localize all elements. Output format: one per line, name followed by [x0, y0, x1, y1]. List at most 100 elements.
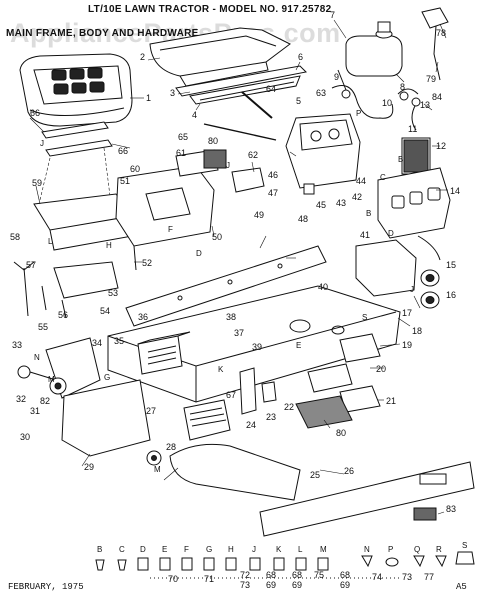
callout-61: 61 [176, 148, 186, 158]
hw-letter-e: E [162, 545, 167, 554]
seat-rails-part [39, 121, 113, 201]
rear-frame-part [49, 377, 151, 457]
hw-letter-r: R [436, 545, 442, 554]
callout-2: 2 [140, 52, 145, 62]
callout-84: 84 [432, 92, 442, 102]
hw-ref-71: 71 [204, 574, 214, 584]
callout-31: 31 [30, 406, 40, 416]
marker-j: J [40, 139, 44, 148]
callout-39: 39 [252, 342, 262, 352]
hw-letter-l: L [298, 545, 303, 554]
callout-46: 46 [268, 170, 278, 180]
callout-30: 30 [20, 432, 30, 442]
leader-lines [29, 19, 448, 515]
callout-32: 32 [16, 394, 26, 404]
rod-part [203, 91, 277, 141]
caps-part [420, 269, 440, 309]
marker-j3: J [410, 285, 414, 294]
lever-part [421, 7, 449, 81]
callout-63: 63 [316, 88, 326, 98]
callout-24: 24 [246, 420, 256, 430]
callout-22: 22 [284, 402, 294, 412]
hw-letter-b: B [97, 545, 102, 554]
hw-letter-d: D [140, 545, 146, 554]
marker-n: N [34, 353, 40, 362]
callout-19: 19 [402, 340, 412, 350]
footplate-part [295, 395, 353, 429]
marker-b2: B [366, 209, 371, 218]
dash-panel-part [175, 65, 308, 105]
callout-11: 11 [408, 124, 417, 134]
callout-12: 12 [436, 141, 446, 151]
hw-ref-69b: 69 [292, 580, 302, 590]
callout-49: 49 [254, 210, 264, 220]
callout-28: 28 [166, 442, 176, 452]
small-parts-group [13, 261, 119, 319]
hw-letter-s: S [462, 541, 467, 550]
callout-36: 36 [138, 312, 148, 322]
marker-f: F [168, 225, 173, 234]
hw-ref-70: 70 [168, 574, 178, 584]
callout-62: 62 [248, 150, 258, 160]
marker-p: P [356, 109, 361, 118]
callout-65: 65 [178, 132, 188, 142]
callout-9: 9 [334, 72, 339, 82]
hw-ref-68b: 68 [292, 570, 302, 580]
hood-part [149, 27, 291, 87]
marker-k: K [218, 365, 224, 374]
marker-l: L [48, 237, 53, 246]
marker-g: G [104, 373, 110, 382]
battery-part [137, 331, 191, 375]
callout-42: 42 [352, 192, 362, 202]
callout-47: 47 [268, 188, 278, 198]
hw-ref-77: 77 [424, 572, 434, 582]
hw-ref-69a: 69 [266, 580, 276, 590]
callout-38: 38 [226, 312, 236, 322]
callout-14: 14 [450, 186, 460, 196]
hw-letter-n: N [364, 545, 370, 554]
callout-17: 17 [402, 308, 412, 318]
callout-60: 60 [130, 164, 140, 174]
main-frame-part [107, 285, 401, 403]
marker-b: B [398, 155, 403, 164]
callout-41: 41 [360, 230, 370, 240]
callout-16: 16 [446, 290, 456, 300]
hw-ref-73b: 73 [402, 572, 412, 582]
callout-6: 6 [298, 52, 303, 62]
hw-letter-h: H [228, 545, 234, 554]
hw-letter-q: Q [414, 545, 420, 554]
long-rail-part [259, 461, 475, 537]
rear-fender-part [169, 443, 301, 501]
callout-43: 43 [336, 198, 346, 208]
marker-s: S [362, 313, 367, 322]
grate-part [175, 149, 227, 177]
hardware-legend-letters: B C D E F G H J K L M N P Q R S [97, 541, 467, 554]
callout-40: 40 [318, 282, 328, 292]
callout-3: 3 [170, 88, 175, 98]
callout-27: 27 [146, 406, 156, 416]
hardware-letter-markers: J L H F D J B C B D N M G M K E S J P [34, 109, 414, 474]
callout-48: 48 [298, 214, 308, 224]
callout-64: 64 [266, 84, 276, 94]
hw-ref-72: 72 [240, 570, 250, 580]
seat-part [19, 53, 133, 127]
section-subtitle: MAIN FRAME, BODY AND HARDWARE [6, 28, 199, 39]
callout-80: 80 [208, 136, 218, 146]
side-rail-part [125, 245, 327, 327]
callout-10: 10 [382, 98, 392, 108]
callout-15: 15 [446, 260, 456, 270]
callout-79: 79 [426, 74, 436, 84]
marker-m2: M [154, 465, 161, 474]
callout-34: 34 [92, 338, 102, 348]
callout-56: 56 [58, 310, 68, 320]
callout-58: 58 [10, 232, 20, 242]
callout-26: 26 [344, 466, 354, 476]
callout-20: 20 [376, 364, 386, 374]
footrest-part [115, 165, 215, 271]
callout-66b: 66 [118, 146, 128, 156]
callout-53: 53 [108, 288, 118, 298]
marker-d: D [196, 249, 202, 258]
marker-c: C [380, 173, 386, 182]
